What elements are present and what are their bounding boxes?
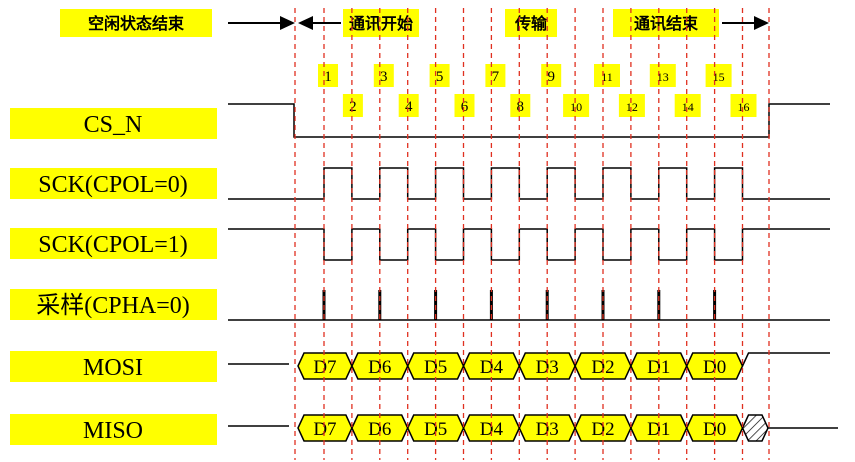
mosi-bit-label: D3 [536,357,559,378]
edge-number: 8 [517,99,525,115]
edge-number: 15 [713,70,725,84]
miso-bit-label: D0 [703,419,726,440]
miso-bit-label: D6 [368,419,391,440]
edge-number: 12 [626,100,638,114]
transfer-label: 传输 [514,14,548,33]
label-bg-mosi [10,351,217,382]
label-bg-sck0 [10,168,217,199]
signal-label-miso: MISO [83,418,143,444]
edge-number-box [563,94,590,117]
idle-arrow-head [280,16,295,30]
start-arrow-head [298,16,313,30]
edge-number: 16 [738,100,750,114]
edge-number-box [373,64,394,87]
mosi-bit-label: D0 [703,357,726,378]
idle-label-bg [60,9,212,37]
mosi-bus: D7 D6 D5 D4 D3 D2 D1 D0 [228,352,830,380]
edge-number: 6 [461,99,469,115]
miso-bit-label: D7 [313,419,336,440]
end-arrow-head [754,16,769,30]
miso-bit-label: D4 [480,419,504,440]
miso-bit-label: D5 [424,419,447,440]
signal-label-sample: 采样(CPHA=0) [36,292,190,319]
signal-label-sck-cpol1: SCK(CPOL=1) [38,232,188,258]
miso-bus: D7 D6 D5 D4 D3 D2 D1 D0 [228,414,838,442]
start-label-bg [343,9,419,37]
edge-number: 5 [436,69,444,85]
edge-number: 13 [657,70,669,84]
start-label: 通讯开始 [349,14,413,33]
mosi-bit-label: D7 [313,357,336,378]
miso-bit-label: D1 [647,419,670,440]
miso-bit-label: D3 [536,419,559,440]
edge-number-box [730,94,757,117]
mosi-bit-label: D6 [368,357,391,378]
signal-label-mosi: MOSI [83,355,143,381]
edge-number: 14 [682,100,694,114]
edge-number-box [594,64,620,87]
label-bg-sample [10,289,217,320]
edge-number-box [485,64,506,87]
mosi-bit-label: D2 [591,357,614,378]
edge-number: 9 [547,69,555,85]
edge-number-box [618,94,645,117]
edge-number: 2 [349,99,357,115]
mosi-tail [741,352,751,367]
edge-number-box [674,94,701,117]
label-bg-cs [10,108,217,139]
end-label-bg [613,9,719,37]
edge-number: 10 [570,100,582,114]
transfer-label-bg [505,9,557,37]
edge-number-box [541,64,562,87]
sck-cpol1-waveform [228,228,830,261]
edge-number-box [318,64,338,87]
end-label: 通讯结束 [634,14,699,33]
edge-number-box [342,94,363,117]
miso-bit-label: D2 [591,419,614,440]
edge-number: 11 [601,70,613,84]
edge-number-box [510,94,531,117]
edge-number: 7 [492,69,500,85]
mosi-bit-label: D1 [647,357,670,378]
edge-number-box [429,64,450,87]
edge-number-box [398,94,419,117]
cs-n-waveform [228,103,830,138]
edge-number: 1 [324,69,332,85]
mosi-bit-label: D5 [424,357,447,378]
mosi-bit-label: D4 [480,357,504,378]
guide-line-group [294,8,770,460]
edge-number-box [649,64,676,87]
edge-number-box [705,64,732,87]
signal-label-cs: CS_N [84,112,143,138]
edge-number-box [454,94,475,117]
signal-label-sck-cpol0: SCK(CPOL=0) [38,172,188,198]
edge-number: 3 [380,69,388,85]
edge-number: 4 [405,99,413,115]
label-bg-miso [10,414,217,445]
idle-label: 空闲状态结束 [88,14,185,33]
sck-cpol0-waveform [228,167,830,200]
label-bg-sck1 [10,228,217,259]
miso-undefined-cell [741,414,769,442]
